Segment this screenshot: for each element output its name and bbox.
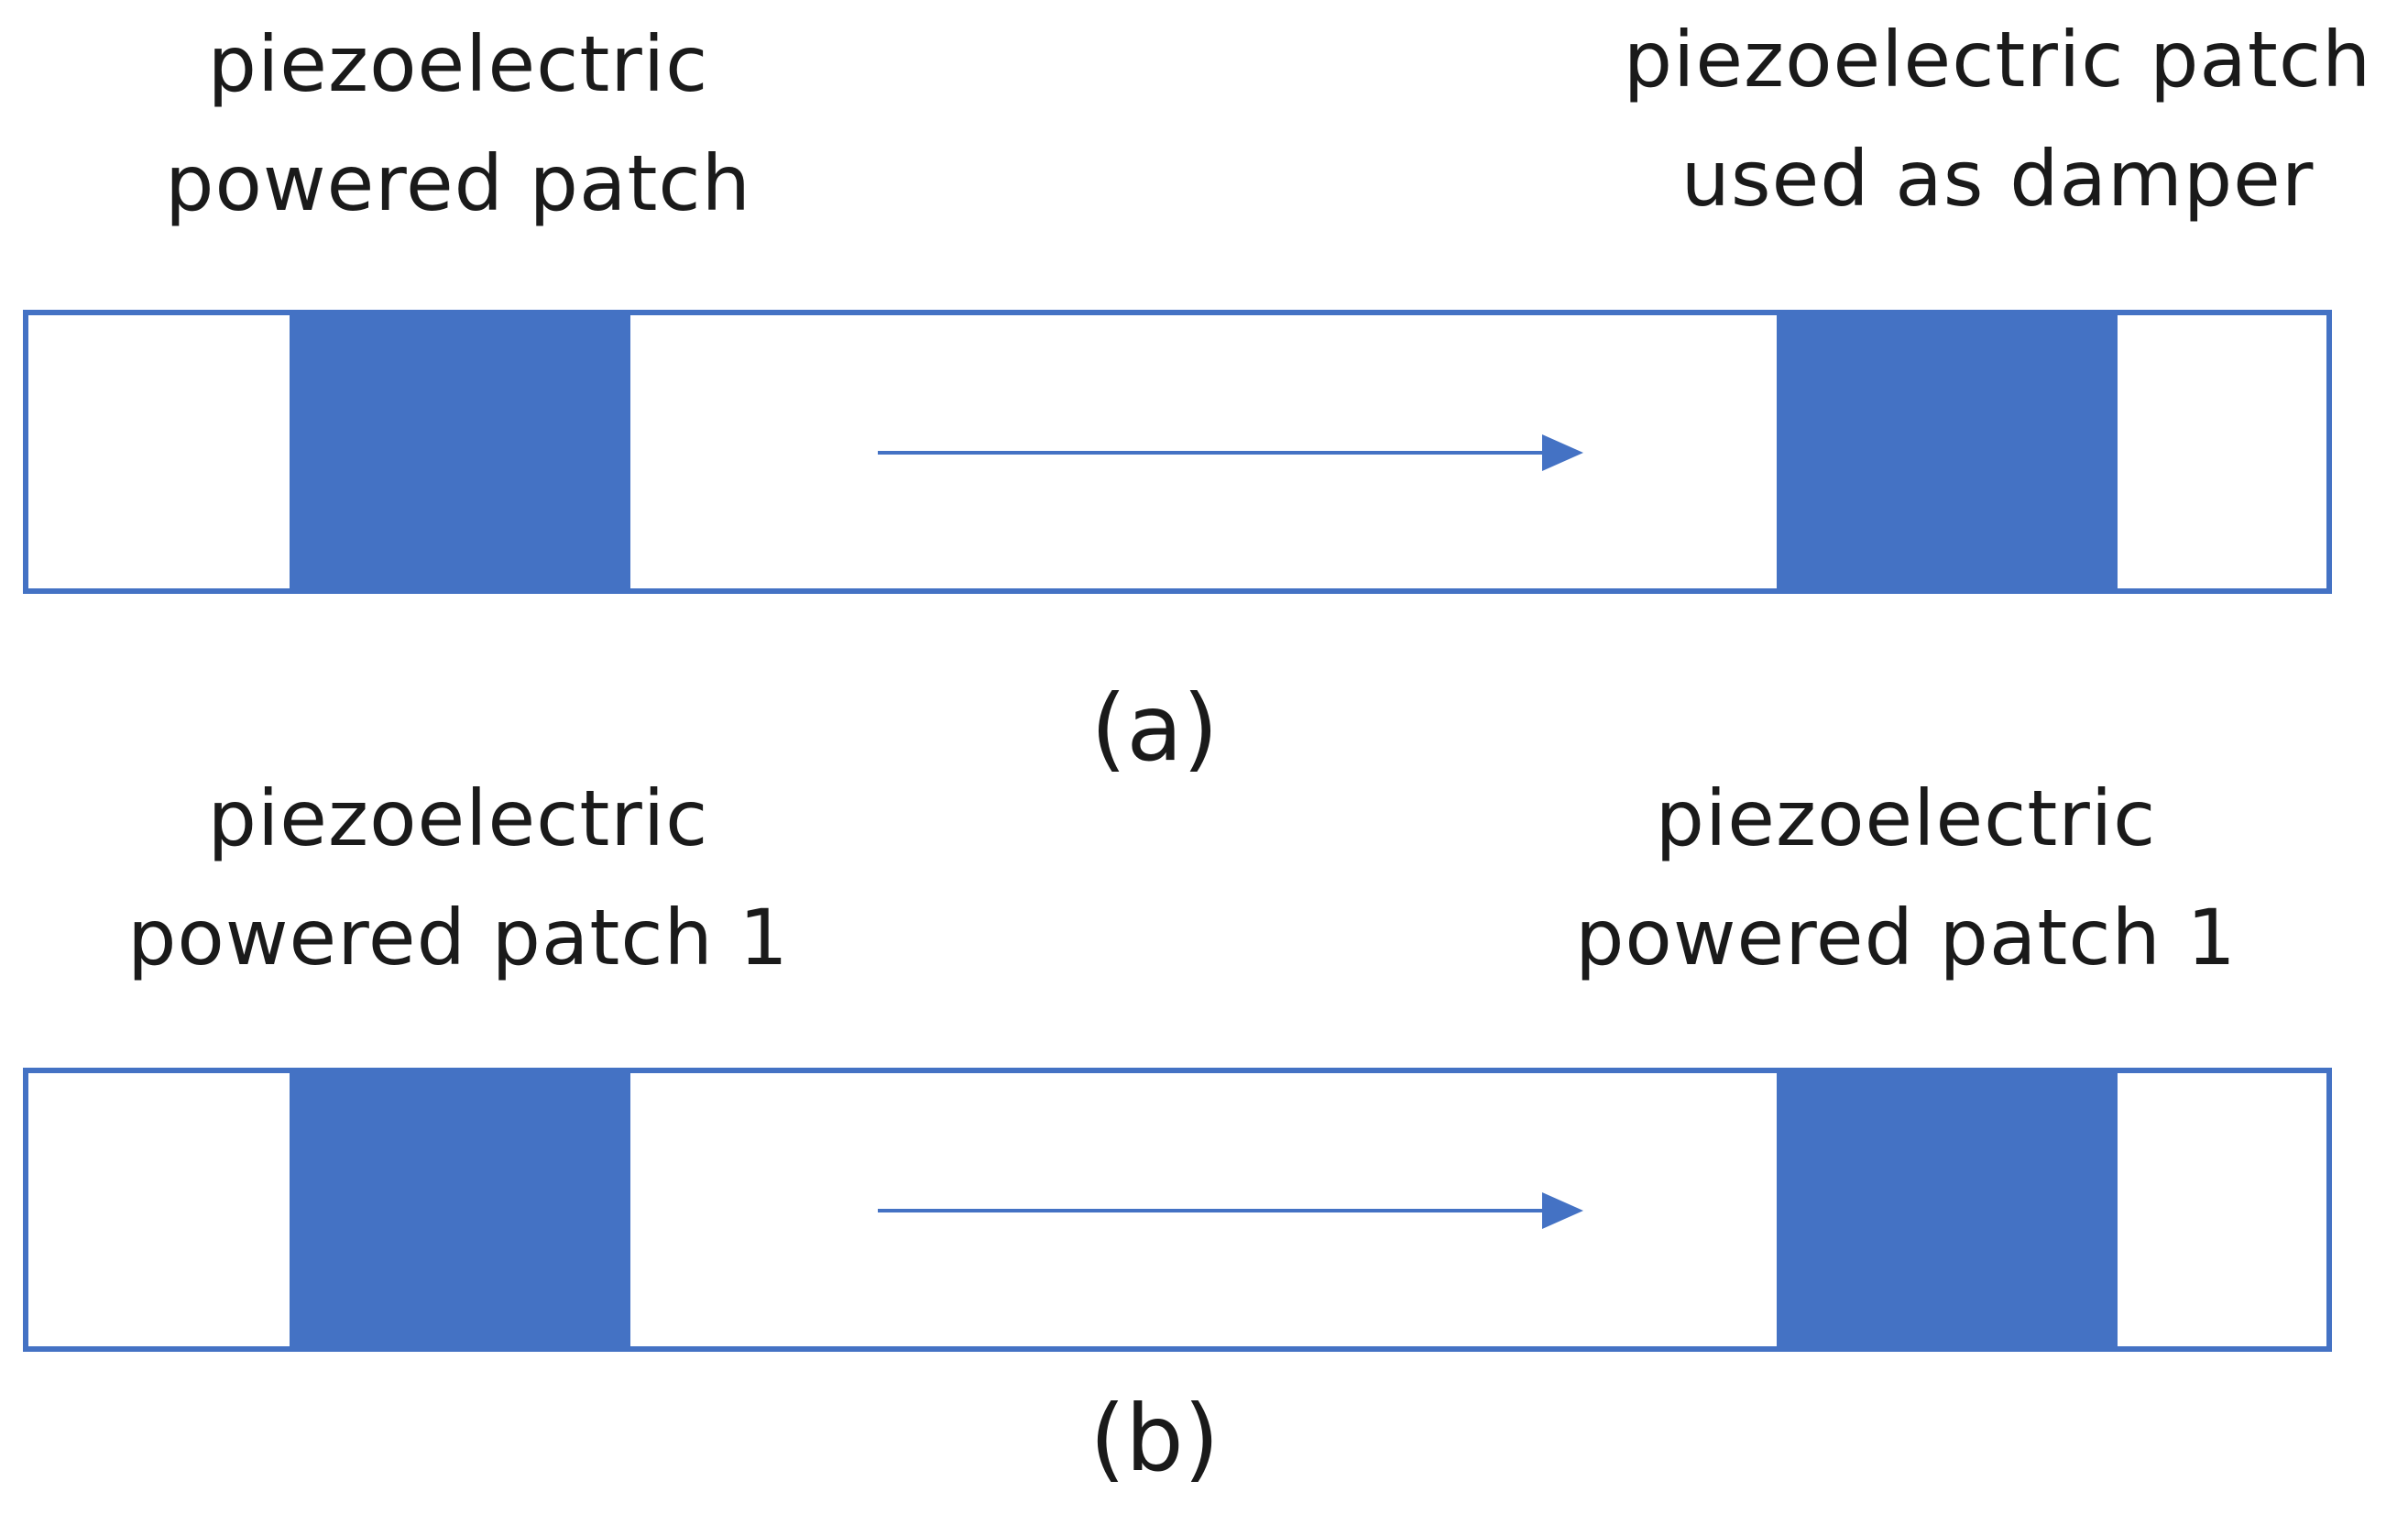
label-right-a-line-2: used as damper <box>1680 134 2315 224</box>
label-right-a: piezoelectric patch used as damper <box>1594 0 2401 238</box>
label-left-b-line-2: powered patch 1 <box>127 893 789 982</box>
caption-b: (b) <box>1089 1385 1220 1492</box>
label-right-a-line-1: piezoelectric patch <box>1623 15 2372 104</box>
wave-arrow-a-head <box>1542 434 1583 471</box>
powered-patch-1-left-b <box>290 1068 630 1352</box>
label-left-b: piezoelectric powered patch 1 <box>0 759 916 997</box>
powered-patch-1-right-b <box>1777 1068 2118 1352</box>
wave-arrow-b-head <box>1542 1192 1583 1229</box>
label-left-a-line-1: piezoelectric <box>207 19 709 109</box>
caption-a: (a) <box>1090 675 1219 782</box>
label-left-b-line-1: piezoelectric <box>207 773 709 863</box>
label-left-a: piezoelectric powered patch <box>0 5 916 243</box>
label-left-a-line-2: powered patch <box>165 138 751 228</box>
label-right-b-line-2: powered patch 1 <box>1575 893 2237 982</box>
wave-arrow-b <box>878 1192 1583 1229</box>
powered-patch-a <box>290 310 630 594</box>
damper-patch-a <box>1777 310 2118 594</box>
beam-a <box>23 310 2332 594</box>
label-right-b-line-1: piezoelectric <box>1655 773 2157 863</box>
beam-b <box>23 1068 2332 1352</box>
label-right-b: piezoelectric powered patch 1 <box>1503 759 2309 997</box>
wave-arrow-a <box>878 434 1583 471</box>
